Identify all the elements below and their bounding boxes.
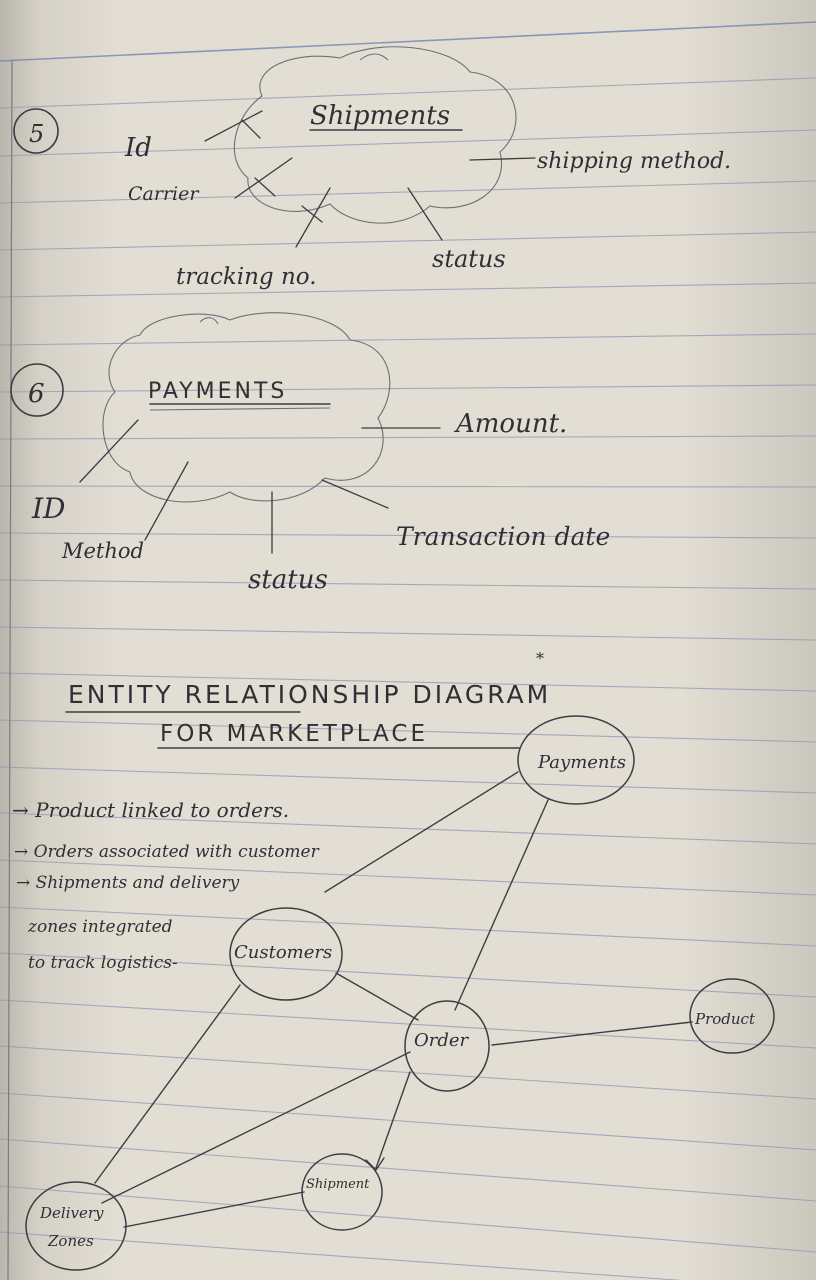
link-order-shipment [375, 1071, 411, 1169]
erd-note-4: zones integrated [27, 917, 173, 937]
payments-attribute-links [79, 419, 441, 554]
link-delivery-shipment [123, 1191, 305, 1228]
payments-cloud [102, 312, 391, 503]
section-number-circle-6 [10, 363, 64, 417]
shipments-entity: Shipments [310, 101, 450, 131]
margin-line [7, 59, 13, 1280]
erd-relationship-lines [94, 771, 693, 1228]
svg-text:Shipment: Shipment [306, 1177, 370, 1192]
svg-text:Delivery: Delivery [39, 1204, 104, 1222]
link-customers-delivery [94, 984, 241, 1184]
link-notes-payments [324, 771, 519, 893]
erd-note-1: → Product linked to orders. [12, 798, 289, 822]
erd-note-2: → Orders associated with customer [14, 842, 320, 862]
erd-title-line1: ENTITY RELATIONSHIP DIAGRAM [68, 680, 551, 709]
section-number-6: 6 [28, 379, 45, 409]
link-order-payments [454, 799, 549, 1011]
erd-entity-delivery-zones: Delivery Zones [25, 1181, 127, 1271]
erd-title-star: * [536, 649, 544, 668]
link-order-product [491, 1021, 693, 1046]
payments-attr-status: status [248, 565, 328, 595]
link-customers-order [335, 972, 419, 1021]
shipments-attr-carrier: Carrier [128, 183, 200, 205]
payments-attr-method: Method [61, 539, 144, 563]
svg-text:Payments: Payments [537, 752, 626, 773]
payments-attr-transaction-date: Transaction date [396, 522, 610, 551]
svg-text:Zones: Zones [47, 1232, 94, 1250]
shipments-attr-id: Id [124, 133, 152, 163]
shipments-attr-shipping-method: shipping method. [537, 149, 731, 174]
erd-note-3: → Shipments and delivery [16, 873, 240, 893]
erd-entity-order: Order [404, 1000, 490, 1092]
erd-entity-product: Product [689, 978, 775, 1054]
payments-entity: PAYMENTS [148, 379, 287, 404]
erd-entity-customers: Customers [229, 907, 343, 1001]
svg-text:Product: Product [694, 1010, 756, 1028]
svg-text:Customers: Customers [234, 942, 332, 963]
shipments-attr-status: status [432, 245, 506, 273]
section-number-circle-5 [13, 108, 59, 154]
payments-attr-amount: Amount. [454, 409, 567, 439]
erd-entity-shipment: Shipment [301, 1153, 383, 1231]
erd-title-line2: FOR MARKETPLACE [160, 721, 428, 747]
erd-note-5: to track logistics- [28, 953, 178, 973]
erd-entity-payments: Payments [517, 715, 635, 805]
shipments-attribute-links [204, 110, 536, 248]
link-order-delivery [101, 1051, 411, 1204]
svg-text:Order: Order [414, 1030, 470, 1051]
shipments-attr-tracking: tracking no. [176, 264, 317, 290]
shipments-cloud [233, 46, 517, 224]
payments-attr-id: ID [31, 492, 66, 525]
section-number-5: 5 [29, 120, 44, 148]
ruled-lines [0, 21, 816, 1280]
